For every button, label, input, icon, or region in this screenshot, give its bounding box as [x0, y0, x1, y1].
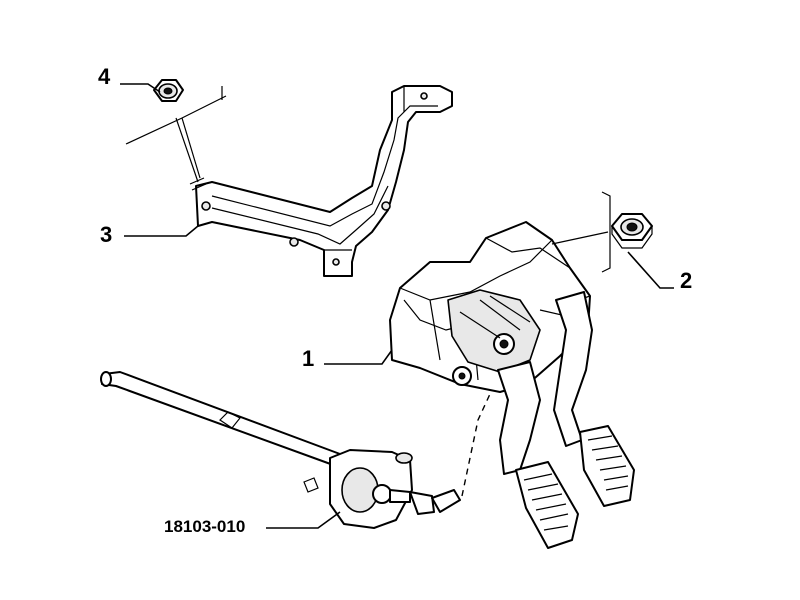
callout-label-4: 4	[98, 64, 111, 89]
clutch-cylinder-assembly	[100, 371, 461, 529]
callout-leaders	[120, 83, 674, 529]
callout-label-3: 3	[100, 222, 112, 247]
assembly-code-label: 18103-010	[164, 517, 245, 536]
part-2-nut	[611, 213, 653, 249]
reference-lines	[125, 86, 611, 497]
callout-label-2: 2	[680, 268, 692, 293]
part-4-nut	[153, 79, 184, 102]
part-3-bracket	[189, 85, 453, 277]
part-1-pedal-box	[389, 221, 635, 549]
callout-label-1: 1	[302, 346, 314, 371]
